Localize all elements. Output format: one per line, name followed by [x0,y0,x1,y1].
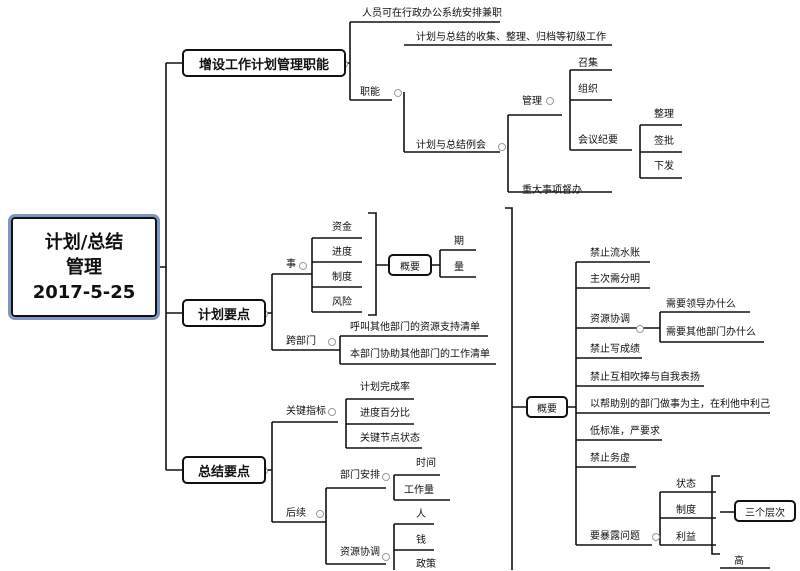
topic-workload[interactable]: 工作量 [404,485,434,496]
topic-organize[interactable]: 组织 [578,84,598,95]
topic-no-chronicle[interactable]: 禁止流水账 [590,248,640,259]
branch-add-planning-function[interactable]: 增设工作计划管理职能 [182,49,346,77]
topic-need-leader[interactable]: 需要领导办什么 [666,299,736,310]
topic-matter[interactable]: 事 [286,259,296,270]
topic-system[interactable]: 制度 [676,505,696,516]
topic-status[interactable]: 状态 [676,479,696,490]
topic-supervise[interactable]: 重大事项督办 [522,185,582,196]
collapse-knob[interactable] [652,533,660,541]
topic-summary[interactable]: 概要 [388,254,432,276]
topic-interests[interactable]: 利益 [676,532,696,543]
root-title-line1: 计划/总结 [44,231,124,253]
branch-plan-points[interactable]: 计划要点 [182,299,266,327]
collapse-knob[interactable] [546,97,554,105]
topic-milestone-status[interactable]: 关键节点状态 [360,433,420,444]
topic-plan-meeting[interactable]: 计划与总结例会 [416,140,486,151]
root-title-line2: 管理 [66,256,102,278]
topic-cross-dept[interactable]: 跨部门 [286,336,316,347]
topic-high-standards[interactable]: 低标准，严要求 [590,426,660,437]
topic-assist-list[interactable]: 本部门协助其他部门的工作清单 [350,349,490,360]
root-date: 2017-5-25 [32,281,136,303]
collapse-knob[interactable] [382,553,390,561]
collapse-knob[interactable] [382,473,390,481]
topic-convene[interactable]: 召集 [578,58,598,69]
topic-no-praise[interactable]: 禁止互相吹捧与自我表扬 [590,372,700,383]
topic-progress-percent[interactable]: 进度百分比 [360,408,410,419]
topic-people[interactable]: 人 [416,509,426,520]
topic-label: 概要 [400,261,420,273]
topic-three-levels[interactable]: 三个层次 [734,500,796,522]
topic-label: 三个层次 [745,507,785,519]
topic-part-time-staff[interactable]: 人员可在行政办公系统安排兼职 [362,8,502,19]
topic-follow-up[interactable]: 后续 [286,508,306,519]
topic-resource-coord[interactable]: 资源协调 [340,547,380,558]
topic-manage[interactable]: 管理 [522,96,542,107]
branch-label: 增设工作计划管理职能 [198,57,329,73]
collapse-knob[interactable] [394,89,402,97]
topic-label: 概要 [537,403,557,415]
collapse-knob[interactable] [328,338,336,346]
topic-dept-arrangement[interactable]: 部门安排 [340,470,380,481]
topic-period[interactable]: 期 [454,236,464,247]
topic-rules[interactable]: 制度 [332,272,352,283]
topic-no-empty-talk[interactable]: 禁止务虚 [590,453,630,464]
topic-funds[interactable]: 资金 [332,222,352,233]
topic-tidy[interactable]: 整理 [654,109,674,120]
branch-summary-points[interactable]: 总结要点 [182,456,266,484]
topic-approve[interactable]: 签批 [654,136,674,147]
collapse-knob[interactable] [316,510,324,518]
topic-expose-problems[interactable]: 要暴露问题 [590,531,640,542]
topic-functions[interactable]: 职能 [360,87,380,98]
topic-resource-coordination[interactable]: 资源协调 [590,314,630,325]
topic-distribute[interactable]: 下发 [654,161,674,172]
topic-minutes[interactable]: 会议纪要 [578,135,618,146]
topic-policy[interactable]: 政策 [416,559,436,570]
root-topic[interactable]: 计划/总结 管理 2017-5-25 [8,214,160,320]
topic-collection-work[interactable]: 计划与总结的收集、整理、归档等初级工作 [416,32,606,43]
topic-kpi[interactable]: 关键指标 [286,406,326,417]
topic-resource-request[interactable]: 呼叫其他部门的资源支持清单 [350,322,480,333]
topic-no-achievements[interactable]: 禁止写成绩 [590,344,640,355]
topic-need-other-dept[interactable]: 需要其他部门办什么 [666,327,756,338]
topic-volume[interactable]: 量 [454,262,464,273]
branch-label: 计划要点 [197,307,250,323]
topic-prioritize[interactable]: 主次需分明 [590,274,640,285]
collapse-knob[interactable] [299,262,307,270]
topic-high[interactable]: 高 [734,556,744,567]
collapse-knob[interactable] [636,325,644,333]
collapse-knob[interactable] [328,408,336,416]
topic-risk[interactable]: 风险 [332,297,352,308]
topic-progress[interactable]: 进度 [332,247,352,258]
topic-money[interactable]: 钱 [416,535,426,546]
topic-help-others[interactable]: 以帮助别的部门做事为主，在利他中利己 [590,399,770,410]
topic-overview[interactable]: 概要 [526,396,568,418]
collapse-knob[interactable] [498,143,506,151]
topic-time[interactable]: 时间 [416,458,436,469]
topic-completion-rate[interactable]: 计划完成率 [360,382,410,393]
branch-label: 总结要点 [197,464,250,480]
